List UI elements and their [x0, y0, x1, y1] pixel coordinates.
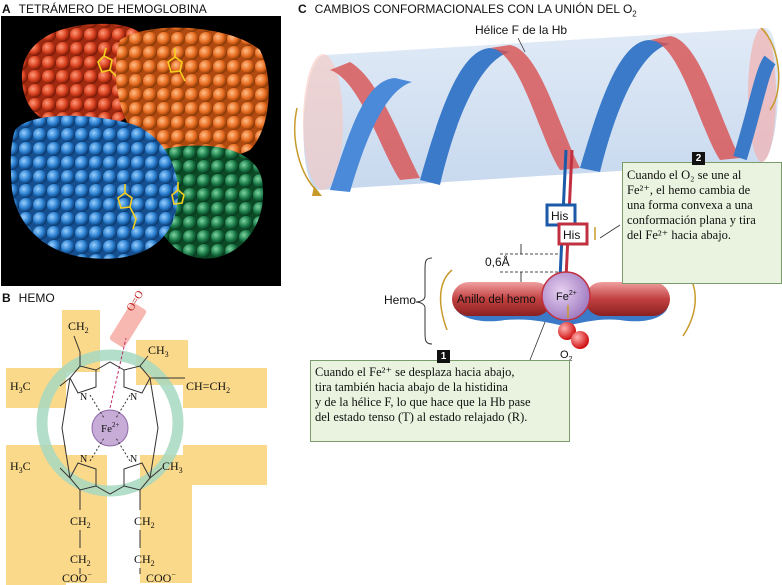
callout-1: Cuando el Fe²⁺ se desplaza hacia abajo, … [310, 360, 570, 442]
rotate-arrow-left [294, 107, 319, 193]
helix-label: Hélice F de la Hb [475, 23, 567, 37]
panel-c-labels: Hélice F de la Hb His His 0,6Å Hemo Anil… [384, 23, 580, 363]
his-label-2: His [563, 228, 580, 242]
heme-bonds [59, 335, 185, 574]
callout-2-line-5: del Fe²⁺ hacia abajo. [627, 228, 732, 242]
callout-1-line-4: del estado tenso (T) al estado relajado … [315, 410, 528, 424]
label-h3c-left: H3C [10, 379, 31, 395]
callout-2-line-4: conformación plana y tira [627, 213, 756, 227]
label-fe: Fe2+ [101, 421, 120, 435]
panel-a-heading: A TETRÁMERO DE HEMOGLOBINA [2, 2, 207, 16]
heme-ring [452, 271, 670, 349]
rotate-arrow-right [760, 27, 780, 111]
label-n3: N [80, 454, 87, 465]
fe-atom [91, 409, 129, 447]
o2-label: O2 [560, 349, 573, 363]
o2-highlight [109, 302, 147, 348]
hemo-label: Hemo [384, 293, 416, 307]
distance-label: 0,6Å [485, 254, 510, 269]
his-box-red [557, 222, 589, 246]
label-n4: N [130, 454, 137, 465]
callout-2-line-3: una forma convexa a una [627, 198, 753, 212]
subunit-orange [115, 27, 269, 159]
panel-a-title: TETRÁMERO DE HEMOGLOBINA [18, 2, 207, 16]
rotate-arrow-left-head [312, 186, 322, 196]
label-ch2-r2: CH2 [134, 552, 155, 568]
label-coo-right: COO− [146, 570, 176, 585]
hemo-brace [415, 257, 433, 345]
label-ch2-top: CH2 [68, 319, 89, 335]
panel-c-letter: C [298, 2, 307, 16]
arrow-left-curl [439, 269, 453, 331]
callout1-pointer [529, 321, 546, 361]
callout-1-line-2: tira también hacia abajo de la histidina [315, 380, 508, 394]
label-ch2-l1: CH2 [70, 514, 91, 530]
fe-label: Fe2+ [556, 290, 577, 303]
label-n1: N [80, 392, 87, 403]
distance-marker [500, 244, 560, 282]
label-ch2-l2: CH2 [70, 552, 91, 568]
panel-b-heading: B HEMO [2, 291, 55, 305]
his-label-1: His [551, 209, 568, 223]
subunit-blue [10, 115, 179, 259]
label-ch2-r1: CH2 [134, 514, 155, 530]
panel-b-letter: B [2, 291, 11, 305]
label-vinyl-right: CH=CH2 [186, 379, 230, 395]
callout-1-line-3: y de la hélice F, lo que hace que la Hb … [315, 395, 531, 409]
o2-bond-dashed [109, 337, 127, 409]
callout-2-line-2: Fe²⁺, el hemo cambia de [627, 183, 751, 197]
subunit-green [151, 145, 264, 259]
helix-ribbon [330, 36, 776, 192]
panel-a-letter: A [2, 2, 11, 16]
label-n2: N [130, 392, 137, 403]
callout2-pointer [599, 224, 621, 239]
panel-c-title-sub: 2 [632, 9, 637, 19]
label-h3c-bottom-left: H3C [10, 459, 31, 475]
conjugation-ring [36, 349, 184, 497]
panel-c-title: CAMBIOS CONFORMACIONALES CON LA UNIÓN DE… [314, 2, 633, 16]
panel-c-heading: C CAMBIOS CONFORMACIONALES CON LA UNIÓN D… [298, 2, 637, 18]
panel-b-title: HEMO [18, 291, 55, 305]
callout-2-line-1: Cuando el O₂ se une al [627, 168, 742, 182]
label-ch3-tr: CH3 [148, 343, 169, 359]
callout-2-badge: 2 [692, 152, 705, 165]
callout-1-badge: 1 [437, 350, 450, 363]
callout-2: Cuando el O₂ se une al Fe²⁺, el hemo cam… [622, 162, 782, 284]
callout-1-line-1: Cuando el Fe²⁺ se desplaza hacia abajo, [315, 365, 515, 379]
label-ch3-bottom-right: CH3 [162, 459, 183, 475]
label-coo-left: COO− [62, 570, 92, 585]
ring-label: Anillo del hemo [457, 294, 536, 306]
heme-sticks [97, 47, 186, 230]
